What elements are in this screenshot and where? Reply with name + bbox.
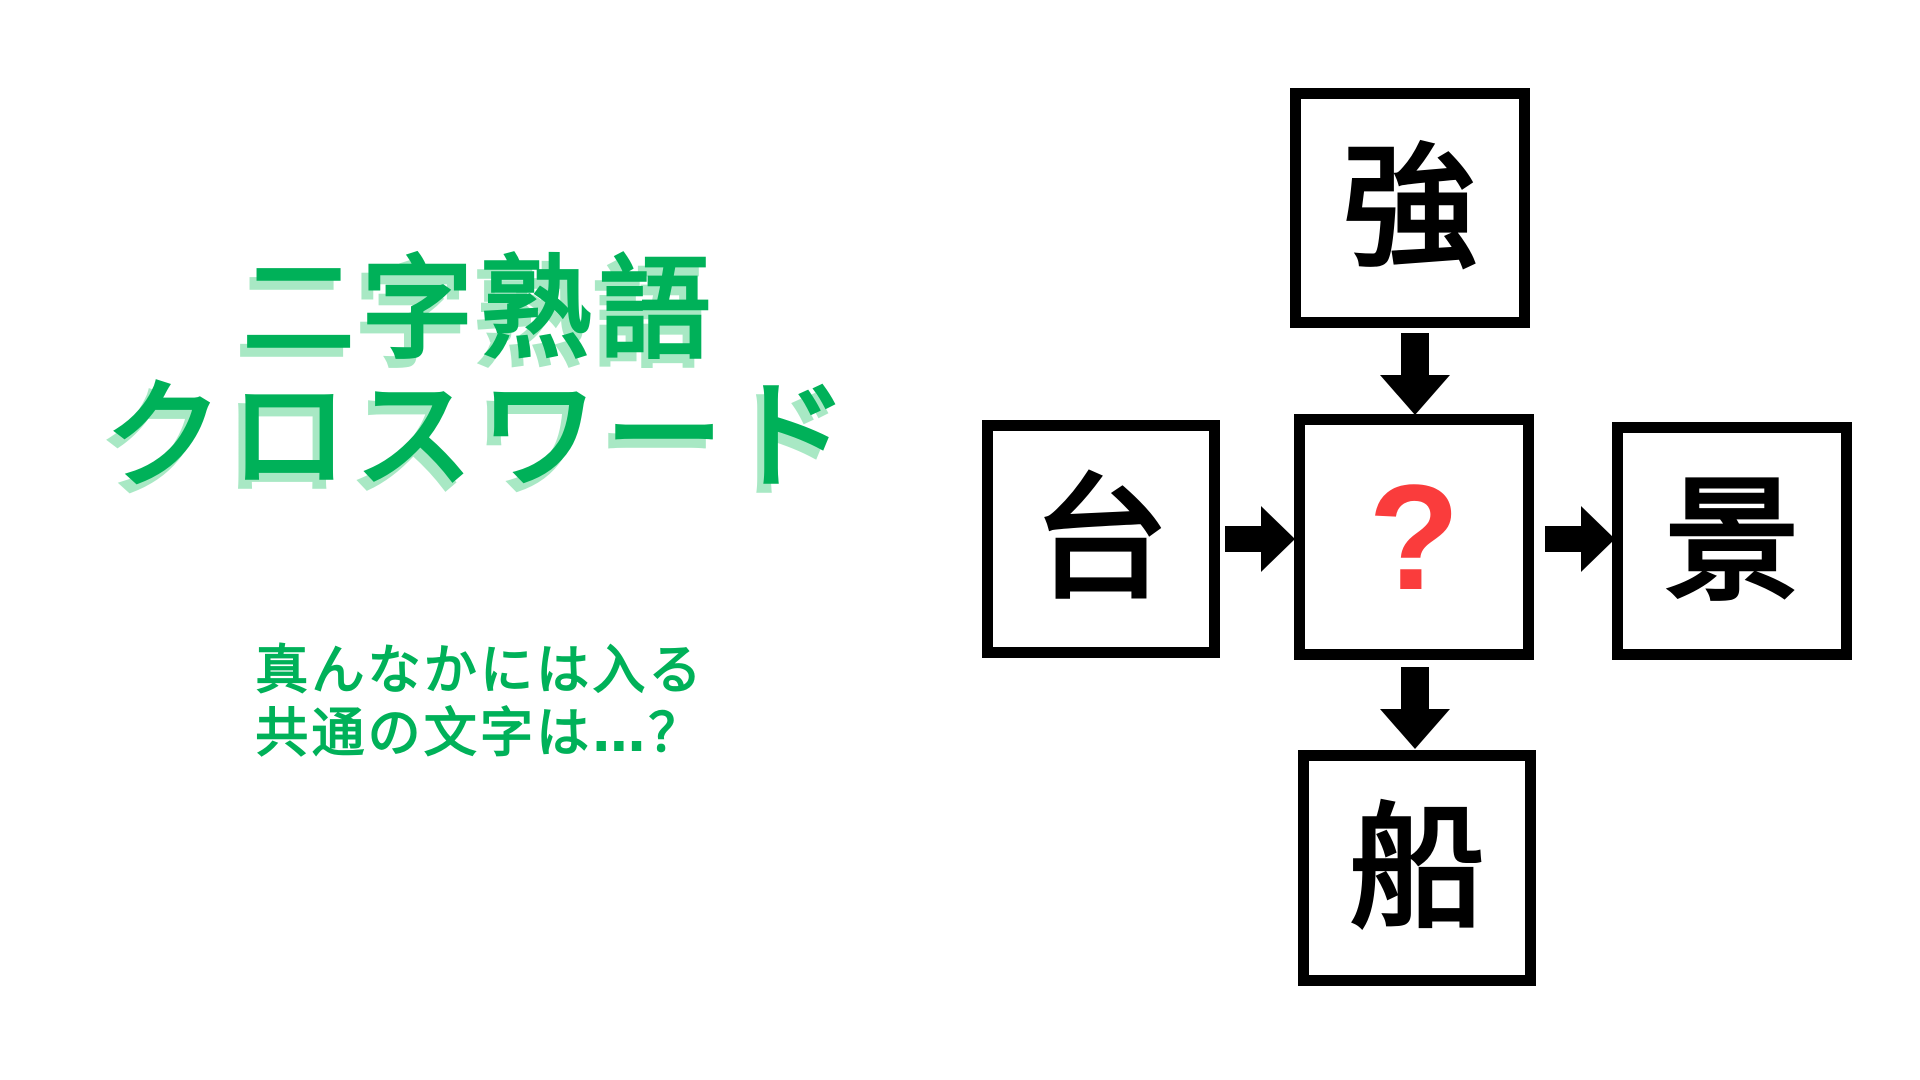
arrow-right-icon-left bbox=[1225, 504, 1295, 574]
crossword-cell-center[interactable]: ? bbox=[1294, 414, 1534, 660]
crossword-cell-right[interactable]: 景 bbox=[1612, 422, 1852, 660]
crossword-cell-top[interactable]: 強 bbox=[1290, 88, 1530, 328]
subtitle-block: 真んなかには入る 共通の文字は…？ bbox=[0, 640, 960, 765]
title-line-2: クロスワード bbox=[104, 366, 856, 505]
crossword-cell-left[interactable]: 台 bbox=[982, 420, 1220, 658]
subtitle-line-1: 真んなかには入る bbox=[255, 640, 705, 701]
crossword-cell-right-char: 景 bbox=[1664, 462, 1800, 620]
title-block: 二字熟語 クロスワード bbox=[0, 250, 960, 500]
subtitle-line-2: 共通の文字は…？ bbox=[255, 702, 705, 764]
crossword-cell-top-char: 強 bbox=[1342, 129, 1478, 287]
crossword-cell-center-char: ? bbox=[1368, 453, 1460, 621]
arrow-down-icon-top bbox=[1374, 333, 1456, 415]
crossword-cell-bottom-char: 船 bbox=[1349, 789, 1485, 947]
arrow-down-icon-bottom bbox=[1374, 667, 1456, 749]
crossword-cell-left-char: 台 bbox=[1033, 460, 1169, 618]
crossword-diagram: 強 台 ? 景 bbox=[960, 0, 1920, 1080]
crossword-cell-bottom[interactable]: 船 bbox=[1298, 750, 1536, 986]
arrow-right-icon-right bbox=[1545, 504, 1615, 574]
title-line-1: 二字熟語 bbox=[242, 245, 718, 375]
